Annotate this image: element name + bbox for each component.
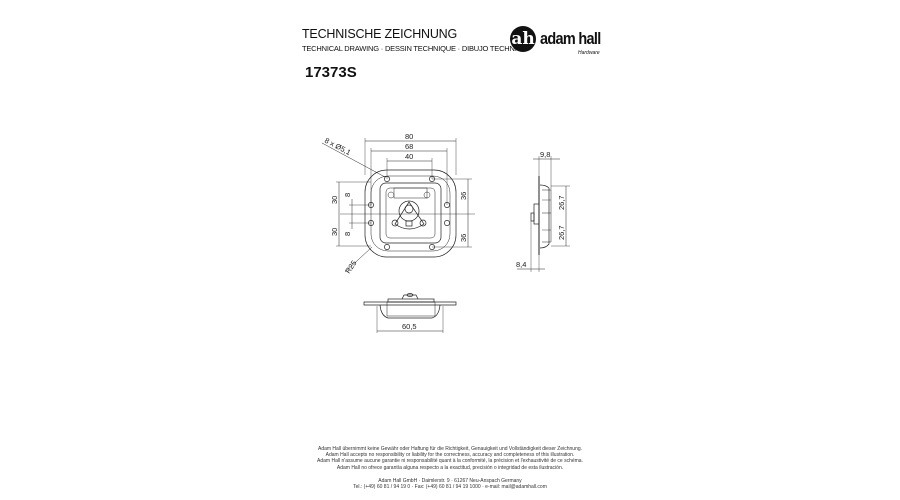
disclaimer-de: Adam Hall übernimmt keine Gewähr oder Ha… (317, 446, 583, 452)
disclaimer-en: Adam Hall accepts no responsibility or l… (325, 452, 575, 459)
dim-36-top: 36 (459, 192, 468, 200)
company-line: Adam Hall GmbH · Daimlerstr. 9 · 61267 N… (378, 478, 522, 484)
dim-8-top: 8 (343, 193, 352, 197)
side-view (517, 156, 570, 272)
inner-flange (370, 175, 451, 252)
dim-26-7-bottom: 26,7 (557, 225, 566, 240)
logo-mark-icon: ah (510, 26, 536, 52)
front-view (321, 138, 475, 273)
disclaimer-es: Adam Hall no ofrece garantía alguna resp… (336, 464, 564, 471)
rivet (387, 191, 395, 199)
dim-holes: 8 x Ø5,1 (323, 136, 352, 157)
outer-flange (364, 169, 457, 258)
contact-line: Tel.: (+49) 60 81 / 94 19 0 · Fax: (+49)… (353, 484, 547, 491)
disclaimer-fr: Adam Hall n'assume aucune garantie ni re… (317, 458, 583, 465)
dim-8-4: 8,4 (516, 260, 526, 269)
dim-60-5: 60,5 (402, 322, 417, 331)
bottom-view (363, 293, 457, 333)
dim-9-8: 9,8 (540, 150, 550, 159)
dim-68: 68 (405, 142, 413, 151)
logo-sub: Hardware (578, 50, 600, 56)
dim-r25: R25 (343, 259, 358, 275)
rivet (419, 219, 427, 227)
part-number: 17373S (305, 64, 357, 81)
handle-pivot (404, 204, 414, 214)
handle-plate (394, 201, 425, 230)
lock-slot (405, 220, 413, 227)
drawing-subtitle: TECHNICAL DRAWING · DESSIN TECHNIQUE · D… (302, 44, 528, 53)
adam-hall-logo: ah adam hall Hardware (510, 26, 630, 66)
hinge (393, 187, 428, 199)
dim-30-bottom: 30 (330, 228, 339, 236)
dim-30-top: 30 (330, 196, 339, 204)
disclaimer: Adam Hall übernimmt keine Gewähr oder Ha… (0, 446, 900, 471)
dim-40: 40 (405, 152, 413, 161)
dim-8-bottom: 8 (343, 232, 352, 236)
dim-26-7-top: 26,7 (557, 195, 566, 210)
drawing-title: TECHNISCHE ZEICHNUNG (302, 27, 458, 41)
dim-80: 80 (405, 132, 413, 141)
company-address: Adam Hall GmbH · Daimlerstr. 9 · 61267 N… (0, 478, 900, 490)
rivet (423, 191, 431, 199)
recess (379, 182, 442, 244)
rivet (391, 219, 399, 227)
dimension-lines (321, 138, 475, 273)
dim-36-bottom: 36 (459, 234, 468, 242)
handle-ring (398, 200, 420, 222)
logo-text: adam hall (540, 29, 601, 48)
